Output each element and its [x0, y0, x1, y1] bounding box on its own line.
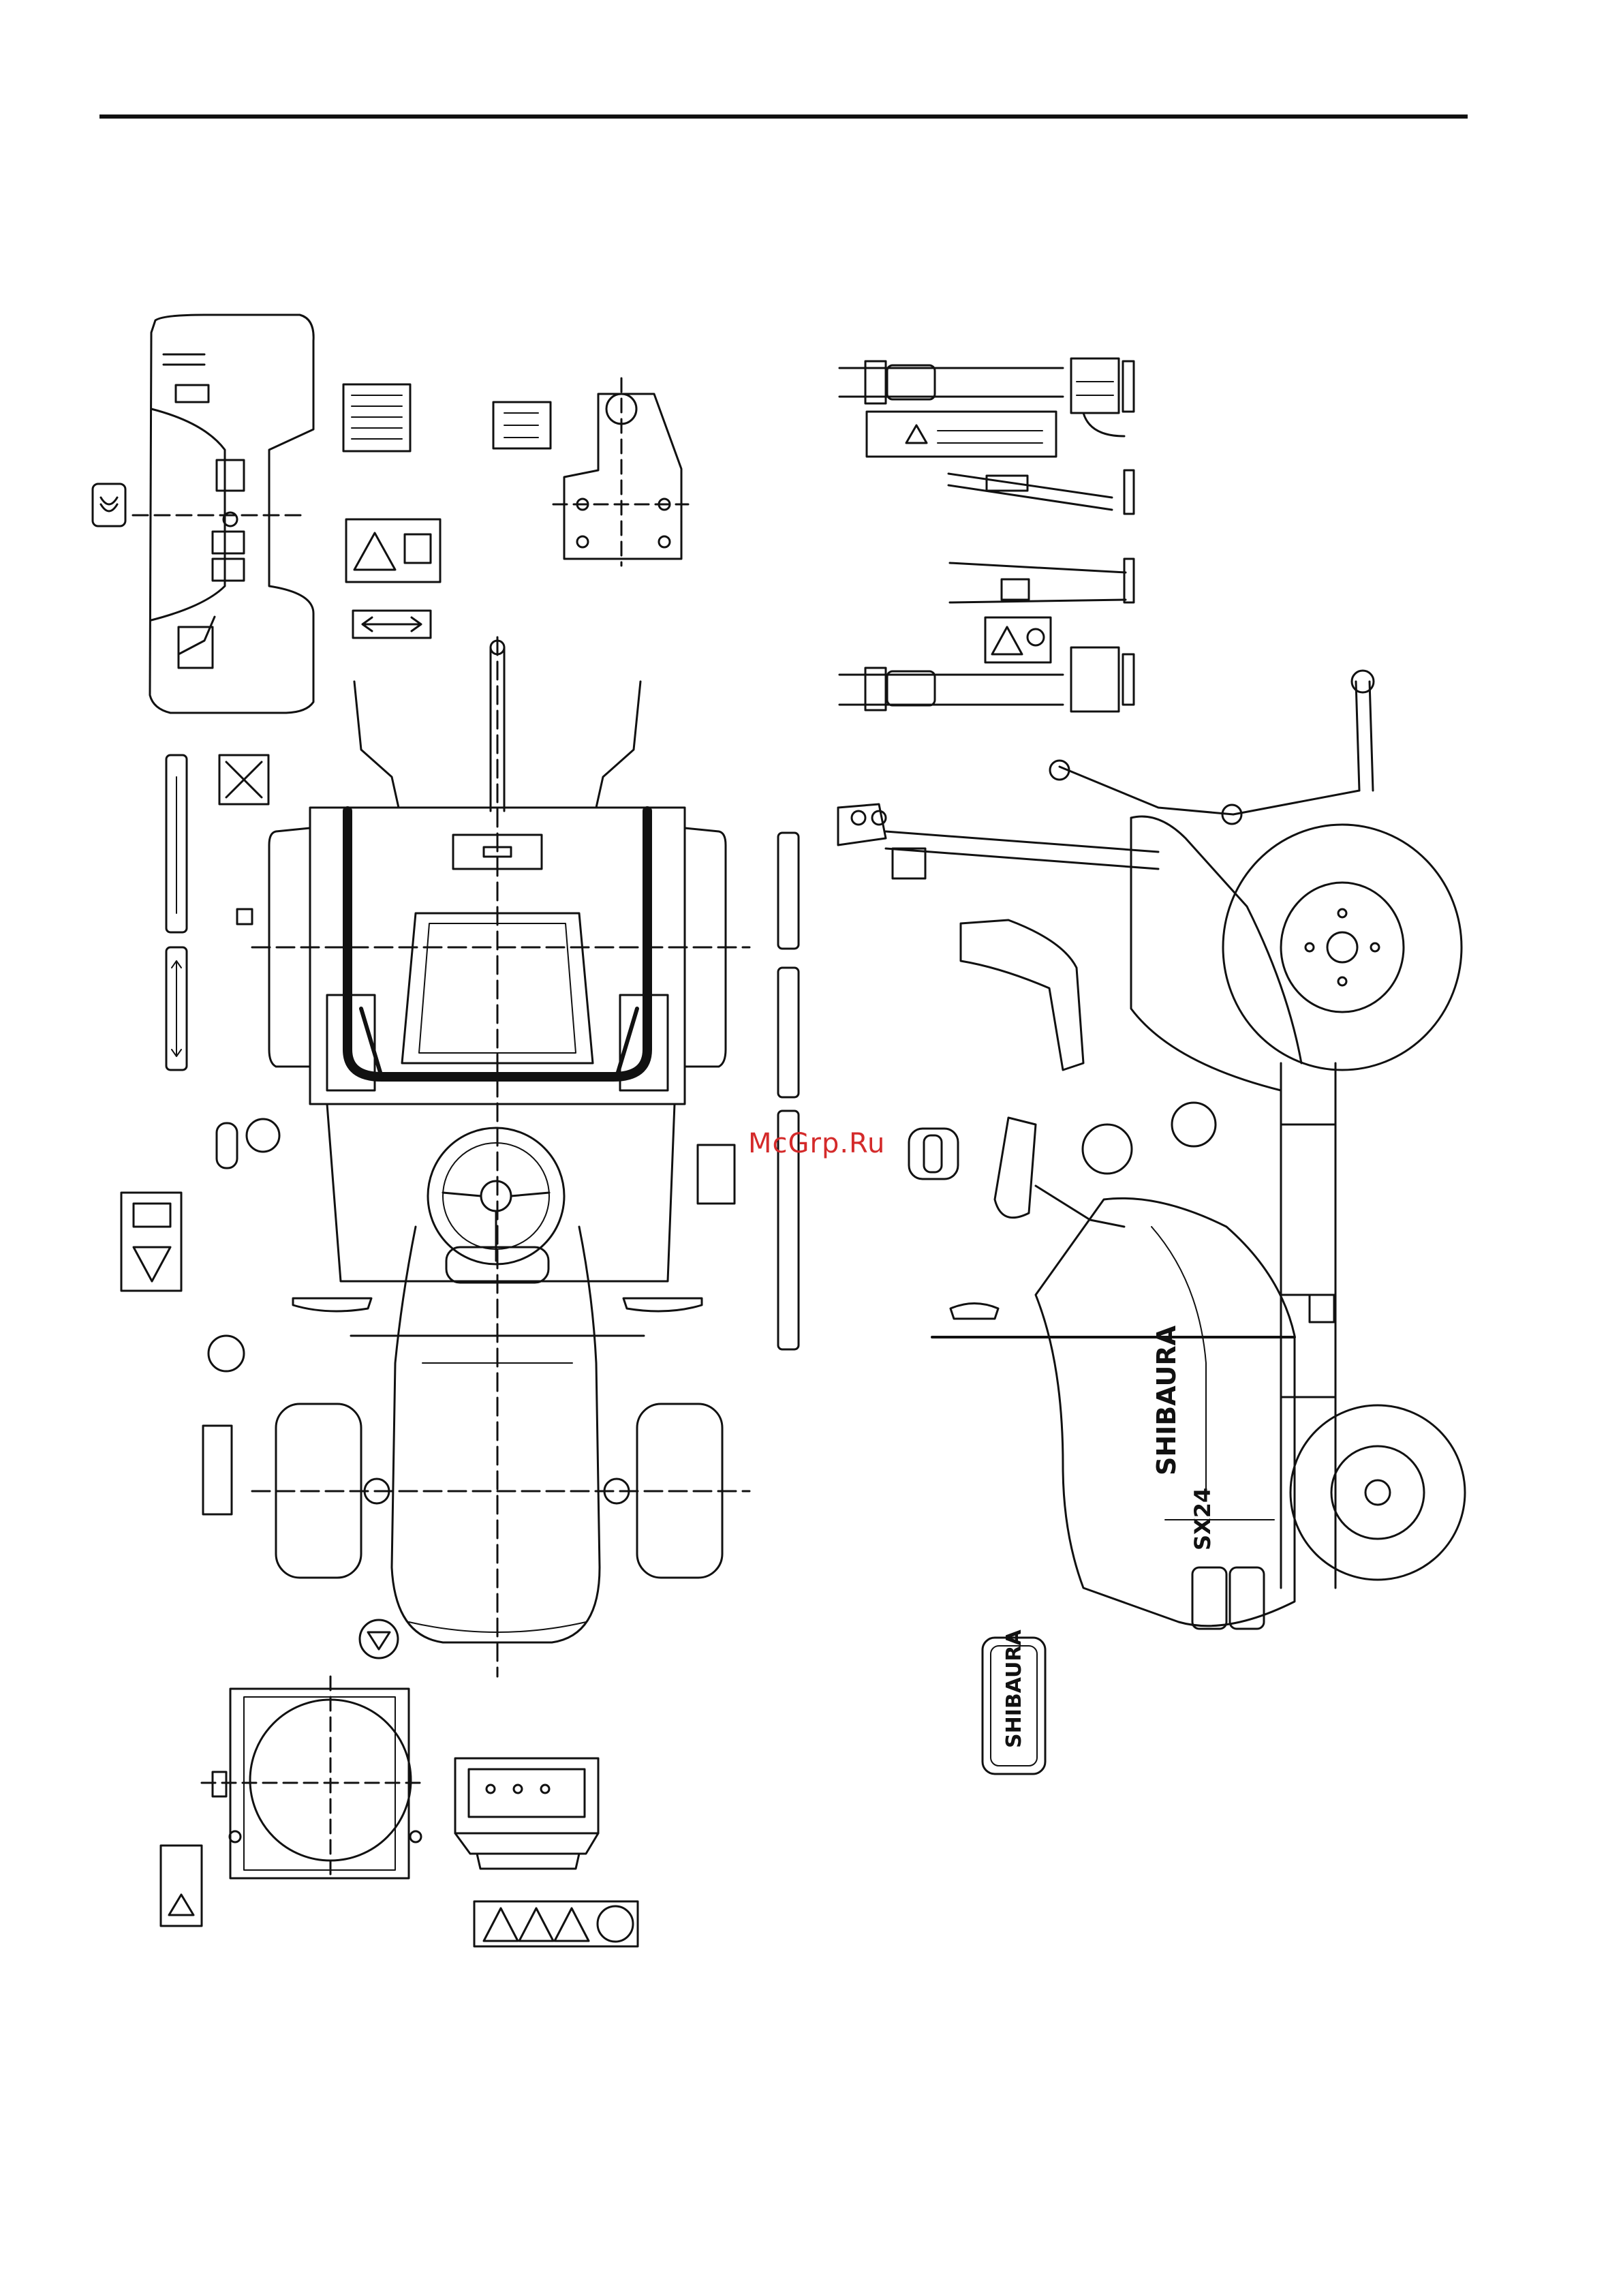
- radiator-view: [202, 1677, 422, 1881]
- round-decal-right: [1172, 1103, 1216, 1146]
- lift-warning-decal: [985, 617, 1051, 662]
- caution-decal-pair: [121, 1193, 181, 1291]
- front-wheel: [1290, 1405, 1465, 1580]
- warning-decal-pair: [346, 519, 440, 582]
- pto-decal: [203, 1426, 232, 1514]
- link-warning-decal: [867, 412, 1056, 457]
- oval-decal: [217, 1123, 237, 1168]
- vertical-decal-4: [778, 968, 799, 1097]
- hood-brand-text: SHIBAURA: [1151, 1325, 1181, 1475]
- radiator-decal: [161, 1846, 202, 1926]
- hitch-bracket: [564, 394, 681, 559]
- left-column-decals: [121, 755, 398, 1658]
- rear-fender-view: [93, 315, 313, 713]
- model-badge-text: SX24: [1190, 1488, 1216, 1550]
- seat: [961, 920, 1083, 1070]
- round-decal-left: [1083, 1124, 1132, 1174]
- lower-link-views: [839, 358, 1134, 711]
- operator-decal: [698, 1145, 735, 1204]
- lift-decal: [893, 848, 925, 878]
- top-decal-group: [343, 378, 688, 638]
- battery-view: [455, 1758, 598, 1869]
- emblem-decal-text: SHIBAURA: [1002, 1629, 1026, 1748]
- round-warning-decal: [360, 1620, 398, 1658]
- center-vertical-decals: [698, 833, 958, 1349]
- tractor-side-view: [838, 671, 1465, 1629]
- tractor-top-view: [252, 637, 749, 1677]
- watermark: McGrp.Ru: [748, 1128, 885, 1159]
- steering-column: [995, 1118, 1036, 1218]
- rear-wheel: [1223, 825, 1462, 1070]
- vertical-decal-3: [778, 833, 799, 949]
